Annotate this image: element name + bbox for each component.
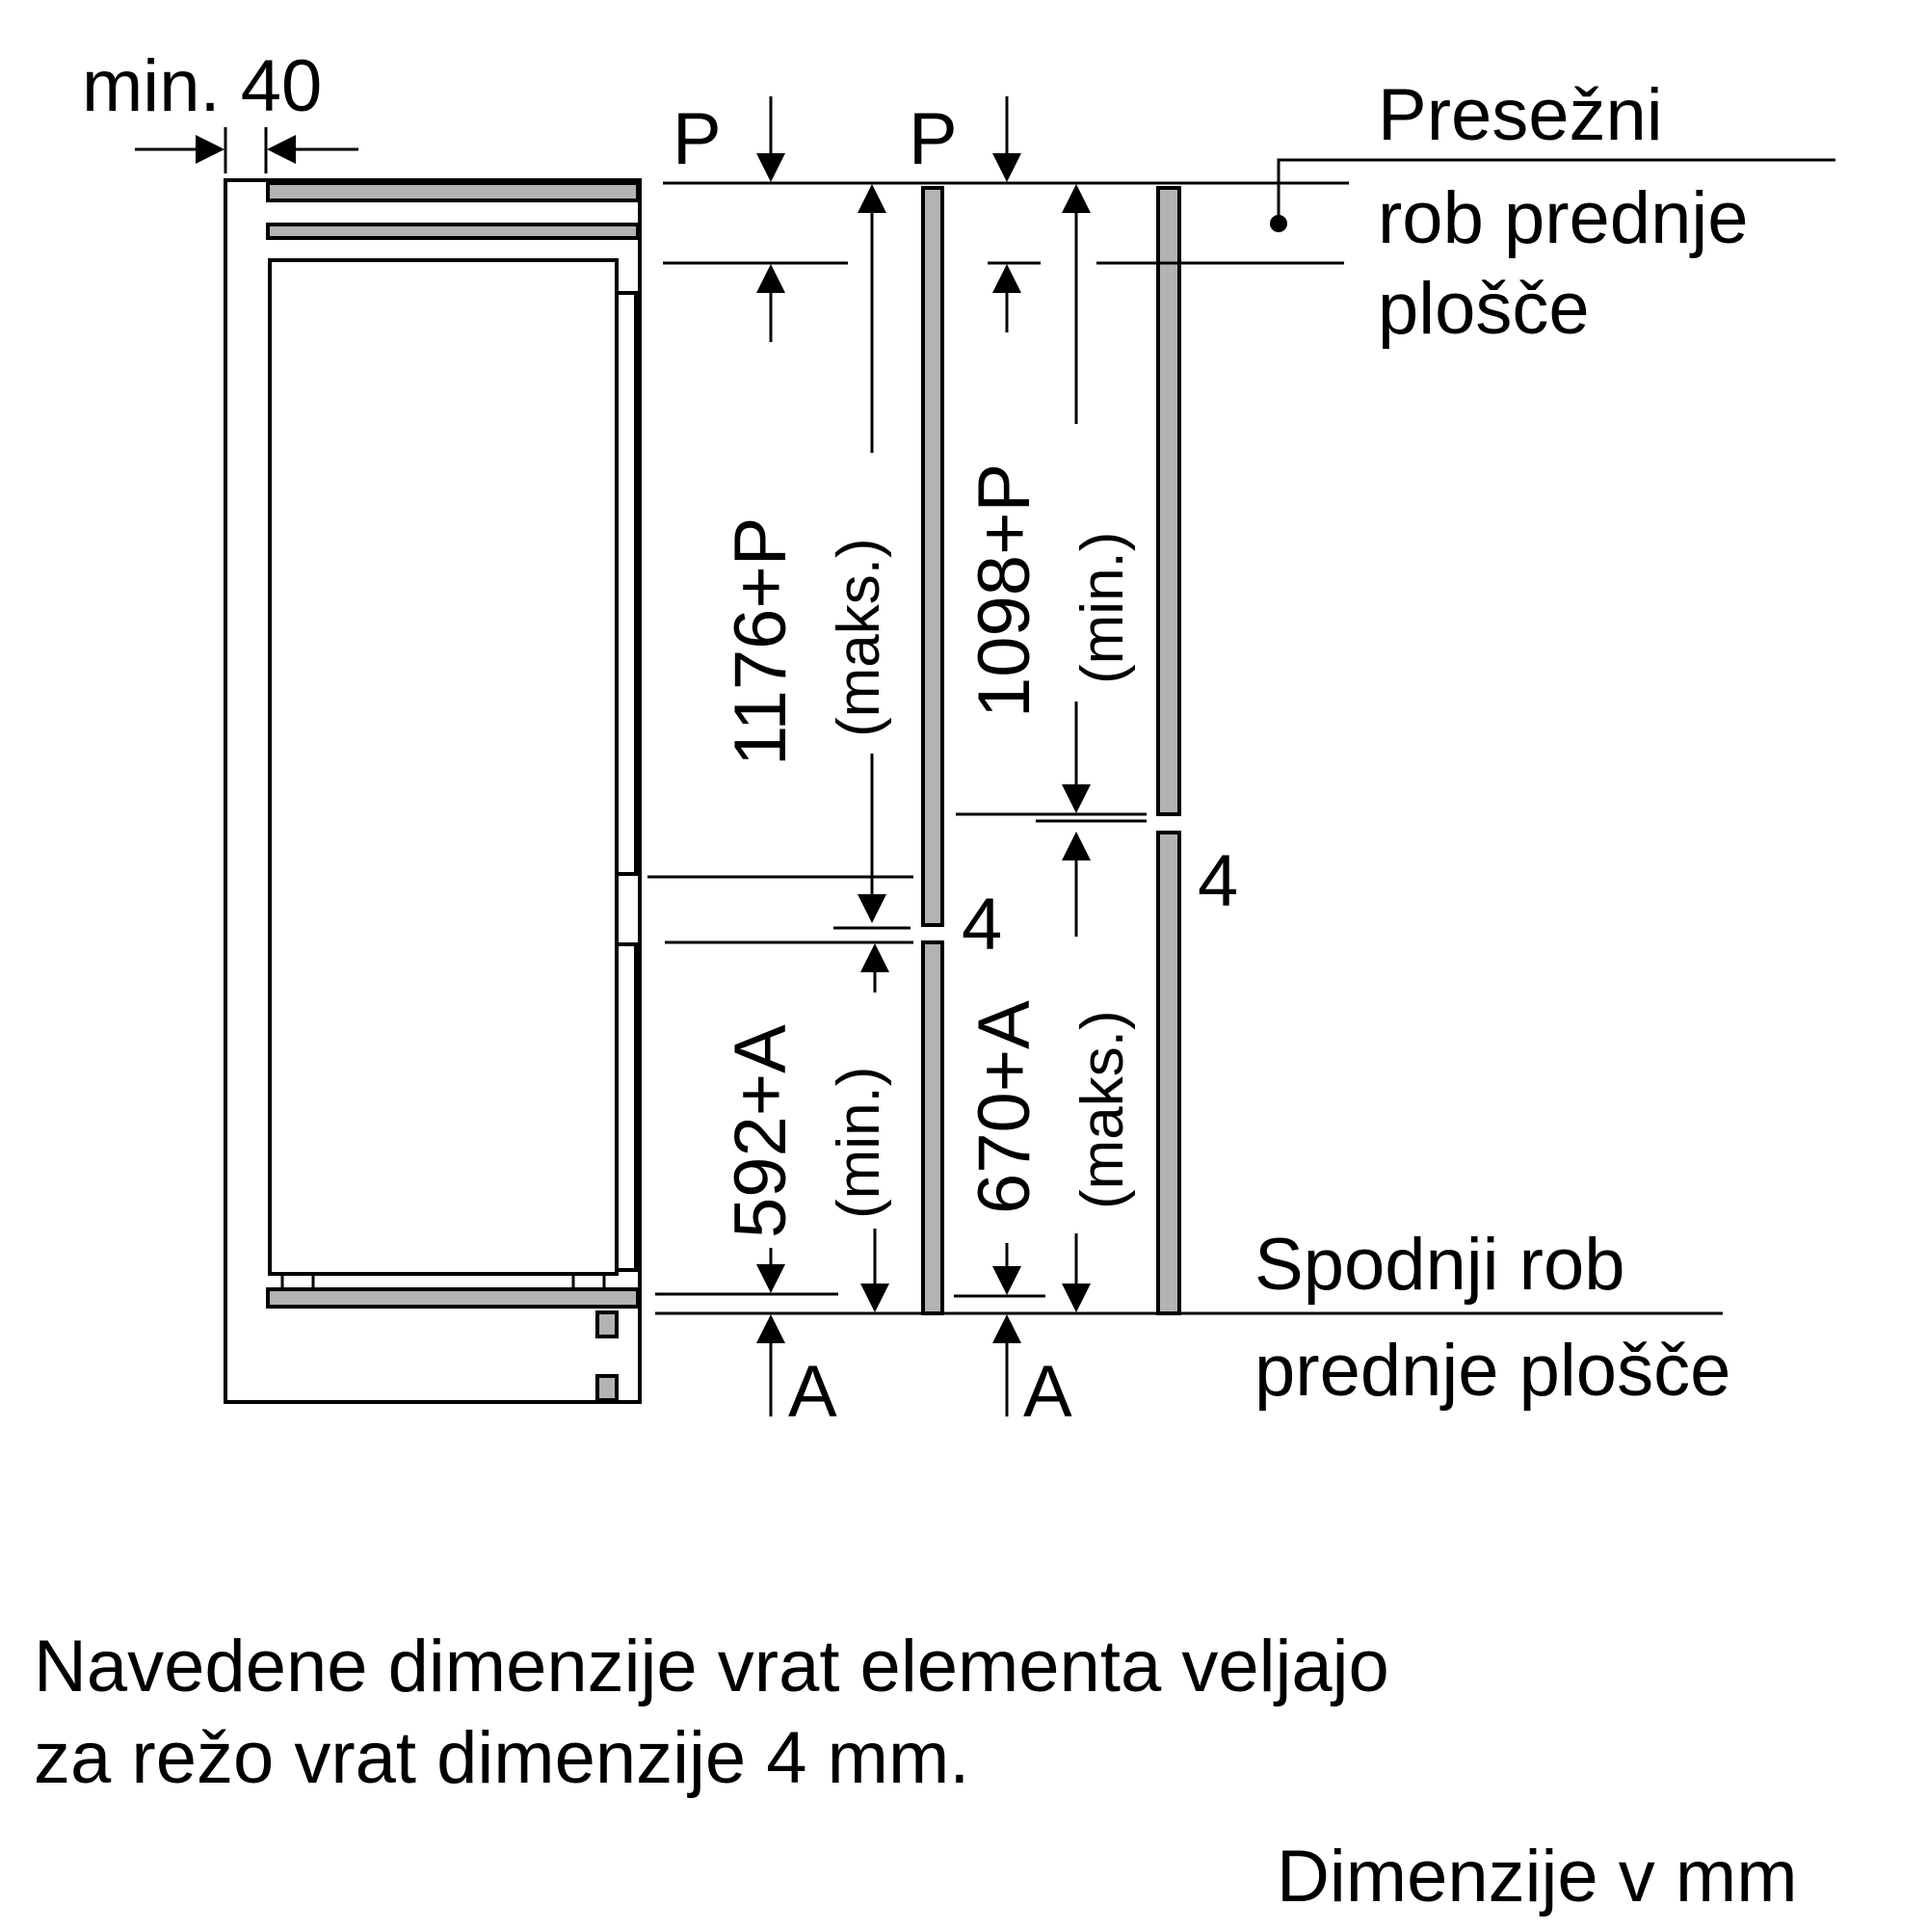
- door-panels: [921, 186, 1181, 1315]
- upper-door-panel-right: [1156, 186, 1181, 816]
- note-line1: Navedene dimenzije vrat elementa veljajo: [34, 1626, 1389, 1707]
- upper-door-panel-left: [921, 186, 944, 927]
- dim-1098-label: 1098+P: [964, 463, 1045, 718]
- gap-markers: 4 4: [962, 840, 1238, 966]
- cabinet-outline: [224, 178, 642, 1404]
- top-edge-label-line2: rob prednje: [1378, 177, 1749, 259]
- min-gap-label: min. 40: [82, 45, 322, 127]
- top-edge-label-line3: plošče: [1378, 268, 1590, 350]
- bottom-edge-label-line2: prednje plošče: [1254, 1330, 1730, 1412]
- a-markers: A A: [756, 1314, 1072, 1433]
- dim-1098-qualifier: (min.): [1069, 532, 1136, 684]
- gap-label-left: 4: [962, 884, 1002, 966]
- cabinet-bottom-rail: [266, 1287, 640, 1309]
- top-edge-label-line1: Presežni: [1378, 74, 1663, 156]
- dim-592-qualifier: (min.): [826, 1067, 892, 1219]
- lower-hinge-block: [615, 942, 638, 1272]
- upper-hinge-block: [615, 291, 638, 876]
- lower-right-dimension: 670+A (maks.): [964, 832, 1136, 1312]
- units-note: Dimenzije v mm: [1277, 1836, 1798, 1918]
- upper-right-dimension: 1098+P (min.): [964, 184, 1136, 813]
- reference-lines: [647, 181, 1723, 1315]
- cabinet-second-rail: [266, 223, 640, 240]
- p-markers: P P: [673, 96, 1021, 342]
- footer-notes: Navedene dimenzije vrat elementa veljajo…: [34, 1626, 1798, 1918]
- callout-dot: [1270, 215, 1287, 232]
- lower-left-dimension: 592+A (min.): [720, 943, 892, 1312]
- dim-670-label: 670+A: [964, 1000, 1045, 1214]
- cabinet-drawing: [224, 178, 642, 1404]
- min-gap-dimension: min. 40: [82, 45, 358, 173]
- gap-label-right: 4: [1198, 840, 1238, 922]
- top-edge-callout: Presežni rob prednje plošče: [1270, 74, 1835, 350]
- dim-1176-label: 1176+P: [720, 516, 802, 766]
- dim-1176-qualifier: (maks.): [826, 538, 892, 737]
- foot-lower: [595, 1374, 619, 1402]
- lower-door-panel-left: [921, 940, 944, 1315]
- dim-670-qualifier: (maks.): [1069, 1010, 1136, 1209]
- cabinet-top-rail: [266, 181, 640, 202]
- foot-upper: [595, 1310, 619, 1338]
- p-label-left: P: [673, 98, 722, 180]
- appliance-body: [268, 258, 619, 1276]
- note-line2: za režo vrat dimenzije 4 mm.: [34, 1717, 969, 1799]
- bottom-edge-callout: Spodnji rob prednje plošče: [1254, 1224, 1730, 1412]
- bottom-edge-label-line1: Spodnji rob: [1254, 1224, 1625, 1306]
- lower-door-panel-right: [1156, 831, 1181, 1315]
- p-label-right: P: [909, 98, 958, 180]
- a-label-right: A: [1023, 1351, 1072, 1433]
- dim-592-label: 592+A: [720, 1024, 802, 1238]
- a-label-left: A: [788, 1351, 837, 1433]
- upper-left-dimension: 1176+P (maks.): [720, 184, 892, 923]
